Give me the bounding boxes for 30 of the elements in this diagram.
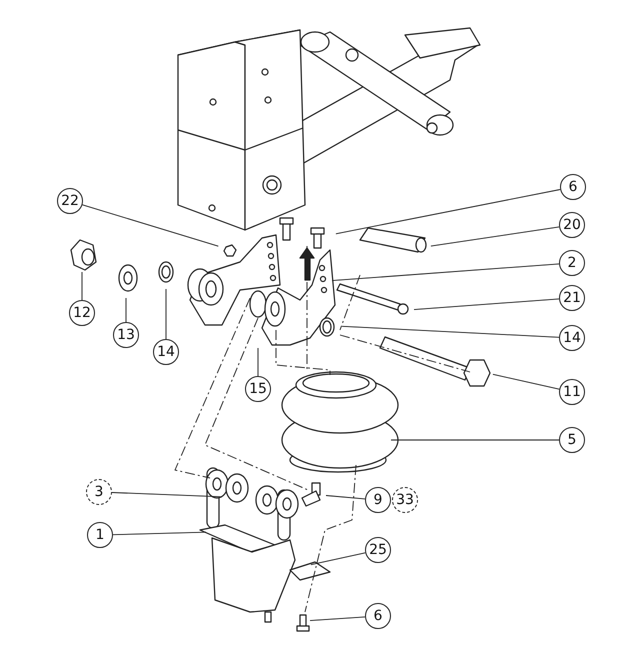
callout-number: 15 — [245, 376, 271, 402]
leader-line — [112, 532, 206, 536]
callout-number: 25 — [365, 537, 391, 563]
callout-number: 6 — [560, 174, 586, 200]
callout-number: 13 — [113, 322, 139, 348]
leader-line — [492, 374, 560, 390]
callout-number: 6 — [365, 603, 391, 629]
leader-line — [310, 616, 366, 622]
callout-number: 3 — [86, 479, 112, 505]
callout-number: 22 — [57, 188, 83, 214]
callout-number: 5 — [559, 427, 585, 453]
leader-line — [332, 263, 560, 282]
leader-line — [342, 326, 560, 338]
leader-line — [430, 226, 560, 247]
callout-number: 1 — [87, 522, 113, 548]
callout-number: 12 — [69, 300, 95, 326]
callout-number: 33 — [392, 487, 418, 513]
callout-number: 21 — [559, 285, 585, 311]
callout-number: 11 — [559, 379, 585, 405]
callout-number: 14 — [559, 325, 585, 351]
leader-line — [82, 204, 219, 247]
callout-number: 2 — [559, 250, 585, 276]
leader-line — [335, 189, 561, 234]
leader-line — [326, 495, 366, 500]
leader-line — [310, 552, 366, 566]
callout-number: 20 — [559, 212, 585, 238]
leader-line — [112, 492, 222, 498]
callout-number: 14 — [153, 339, 179, 365]
callout-number: 9 — [365, 487, 391, 513]
leader-line — [414, 298, 560, 310]
